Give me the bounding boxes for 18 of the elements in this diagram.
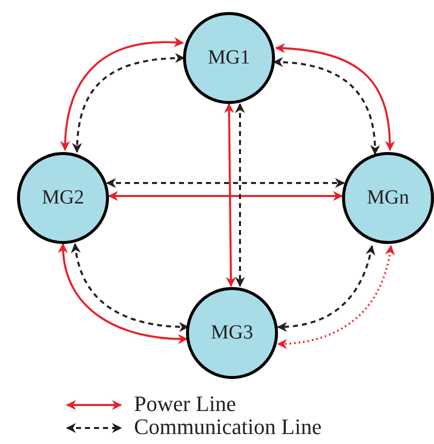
dashed-arrow	[273, 57, 380, 155]
legend-label: Power Line	[134, 393, 236, 415]
arrow	[60, 38, 184, 151]
arrow	[58, 243, 188, 344]
legend-label: Communication Line	[134, 416, 322, 438]
dashed-arrow	[277, 245, 375, 332]
arrow	[275, 44, 395, 151]
node-label: MG2	[42, 186, 84, 210]
node-label: MGn	[366, 186, 410, 210]
dashed-arrow	[235, 103, 245, 287]
dashed-arrow	[72, 53, 185, 153]
arrow	[224, 103, 236, 287]
dashed-arrow	[277, 245, 394, 349]
dashed-arrow	[106, 178, 345, 188]
node-label: MG3	[210, 322, 254, 344]
dashed-arrow	[71, 243, 189, 332]
node-label: MG1	[208, 46, 250, 70]
arrow	[108, 191, 343, 201]
